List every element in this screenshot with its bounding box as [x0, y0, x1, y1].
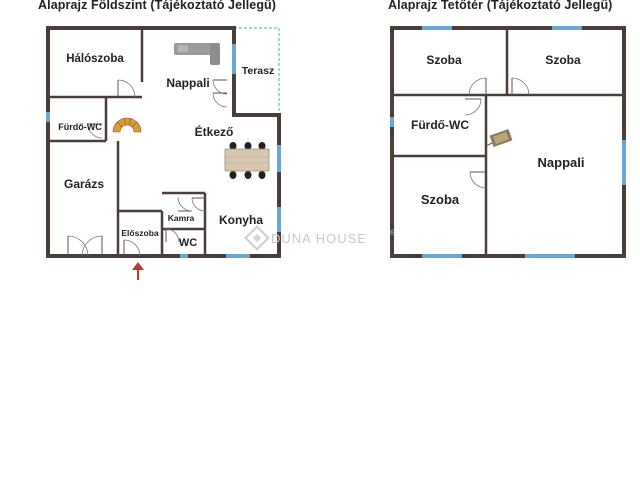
attic-room-label-furdo-wc: Fürdő-WC — [411, 118, 469, 132]
room-label-wc: WC — [179, 237, 197, 249]
room-label-terasz: Terasz — [242, 65, 275, 77]
entrance-arrow-icon — [132, 262, 144, 280]
room-label-nappali: Nappali — [166, 76, 209, 90]
room-label-eloszoba: Előszoba — [121, 228, 159, 238]
dining-table-icon — [224, 142, 270, 179]
staircase-icon — [489, 128, 513, 148]
attic-floor-plan: Szoba Szoba Fürdő-WC Nappali Szoba — [390, 26, 626, 258]
room-label-konyha: Konyha — [219, 213, 263, 227]
ground-floor-title: Alaprajz Földszint (Tájékoztató Jellegű) — [38, 0, 277, 12]
duna-house-watermark: DUNA HOUSE ® — [244, 225, 396, 251]
room-label-etkezo: Étkező — [195, 124, 234, 139]
duna-house-logo-icon — [244, 225, 270, 251]
room-label-kamra: Kamra — [168, 213, 195, 223]
ground-floor-plan: Hálószoba Nappali Terasz Fürdő-WC Étkező… — [46, 26, 281, 280]
attic-room-label-szoba-3: Szoba — [421, 192, 460, 207]
room-label-haloszoba: Hálószoba — [66, 53, 124, 65]
watermark-text: DUNA HOUSE — [271, 231, 367, 246]
attic-room-label-szoba-1: Szoba — [426, 53, 462, 67]
terrace-outline — [234, 27, 280, 116]
attic-room-label-szoba-2: Szoba — [545, 53, 581, 67]
attic-room-label-nappali: Nappali — [538, 155, 585, 170]
watermark-registered-mark: ® — [390, 229, 396, 237]
spiral-staircase-icon — [112, 117, 142, 133]
sofa-icon — [174, 43, 220, 65]
room-label-garazs: Garázs — [64, 177, 104, 191]
room-label-furdo-wc: Fürdő-WC — [58, 122, 102, 132]
attic-floor-title: Alaprajz Tetőtér (Tájékoztató Jellegű) — [388, 0, 613, 12]
